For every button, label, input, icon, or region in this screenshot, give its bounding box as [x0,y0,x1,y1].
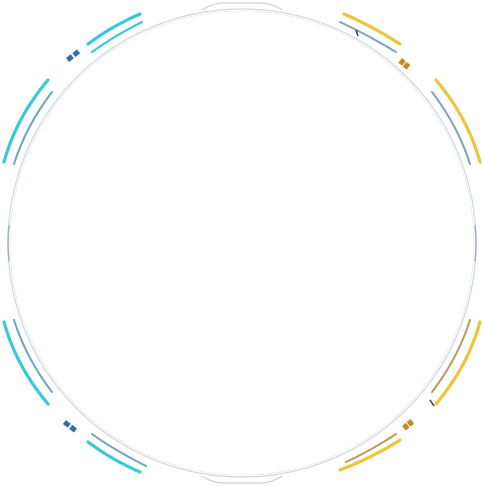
gauge-arc-inner [91,433,147,467]
gauge-arc-outer [338,438,402,472]
bottom-notch [201,475,283,484]
gauge-arc-inner [90,20,144,54]
gauge-arc-side-outer [434,78,482,164]
left-side-mark [7,224,10,262]
gauge-icon [66,49,81,62]
gauge-icon [402,419,414,431]
quadrant-bottom-right [338,319,482,472]
gauge-arc-side-inner [431,319,471,393]
gauge-arc-side-outer [2,78,50,164]
gauge-tick [429,399,435,407]
gauge-arc-outer [342,12,402,46]
gauge-arc-side-outer [434,320,482,406]
gauge-arc-side-inner [13,319,53,393]
gauge-icon [62,420,78,433]
quadrant-top-left [2,12,144,165]
gauge-arc-outer [86,12,142,46]
gauge-icon [398,58,411,70]
right-side-mark [474,224,477,262]
gauge-arc-inner [345,433,397,463]
gauge-arc-outer [86,440,142,474]
gauge-arc-inner [339,21,397,53]
gauge-tick [355,29,359,37]
quadrant-bottom-left [2,319,147,474]
radar-inner-ring [9,10,475,476]
gauge-arc-side-inner [13,91,53,165]
gauge-arc-side-outer [2,320,50,406]
quadrant-top-right [339,12,482,165]
gauge-arc-side-inner [431,91,471,165]
top-notch [201,2,283,11]
